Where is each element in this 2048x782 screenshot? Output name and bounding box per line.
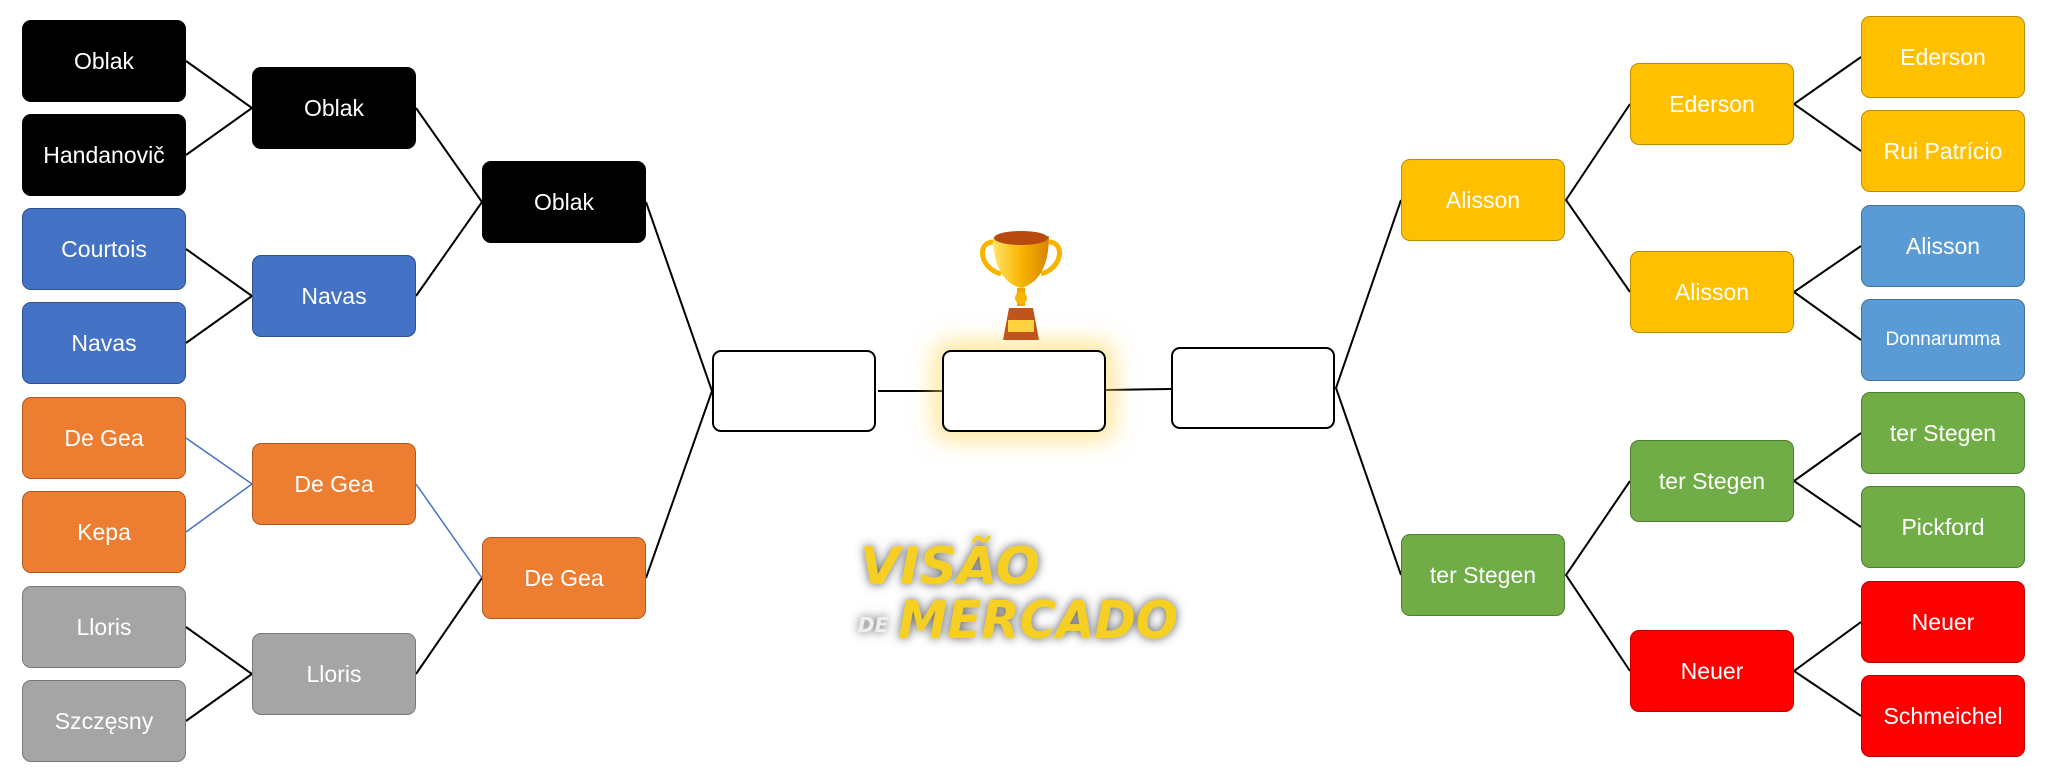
right-r1-match[interactable]: ter Stegen xyxy=(1861,392,2025,474)
svg-text:MERCADO: MERCADO xyxy=(898,591,1178,648)
left-r1-match[interactable]: Courtois xyxy=(22,208,186,290)
right-r1-match[interactable]: Pickford xyxy=(1861,486,2025,568)
visao-de-mercado-logo: VISÃO DE MERCADO xyxy=(858,536,1178,648)
left-r3-match[interactable]: Oblak xyxy=(482,161,646,243)
left-r1-match[interactable]: Handanovič xyxy=(22,114,186,196)
right-semifinal-slot[interactable] xyxy=(1171,347,1335,429)
svg-text:DE: DE xyxy=(858,613,889,637)
right-r2-match[interactable]: Alisson xyxy=(1630,251,1794,333)
right-r3-match[interactable]: ter Stegen xyxy=(1401,534,1565,616)
left-r2-match[interactable]: De Gea xyxy=(252,443,416,525)
right-r1-match[interactable]: Neuer xyxy=(1861,581,2025,663)
trophy-icon xyxy=(980,231,1062,340)
right-r1-match[interactable]: Rui Patrício xyxy=(1861,110,2025,192)
right-r1-match[interactable]: Alisson xyxy=(1861,205,2025,287)
left-r1-match[interactable]: Szczęsny xyxy=(22,680,186,762)
right-r1-match[interactable]: Schmeichel xyxy=(1861,675,2025,757)
left-r1-match[interactable]: Navas xyxy=(22,302,186,384)
right-r2-match[interactable]: Neuer xyxy=(1630,630,1794,712)
left-r2-match[interactable]: Navas xyxy=(252,255,416,337)
left-r1-match[interactable]: De Gea xyxy=(22,397,186,479)
left-r1-match[interactable]: Lloris xyxy=(22,586,186,668)
left-r1-match[interactable]: Kepa xyxy=(22,491,186,573)
right-r1-match[interactable]: Ederson xyxy=(1861,16,2025,98)
left-r1-match[interactable]: Oblak xyxy=(22,20,186,102)
right-r2-match[interactable]: ter Stegen xyxy=(1630,440,1794,522)
right-r2-match[interactable]: Ederson xyxy=(1630,63,1794,145)
final-slot[interactable] xyxy=(942,350,1106,432)
left-r2-match[interactable]: Oblak xyxy=(252,67,416,149)
svg-text:VISÃO: VISÃO xyxy=(860,536,1040,597)
right-r3-match[interactable]: Alisson xyxy=(1401,159,1565,241)
right-r1-match[interactable]: Donnarumma xyxy=(1861,299,2025,381)
left-semifinal-slot[interactable] xyxy=(712,350,876,432)
left-r2-match[interactable]: Lloris xyxy=(252,633,416,715)
left-r3-match[interactable]: De Gea xyxy=(482,537,646,619)
